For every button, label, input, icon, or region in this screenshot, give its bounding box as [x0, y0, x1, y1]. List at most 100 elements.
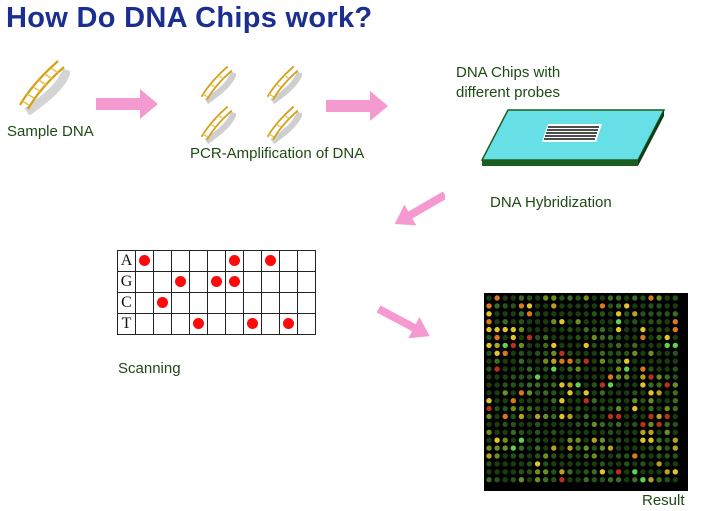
microarray-spot [583, 461, 589, 467]
scan-grid-cell [225, 271, 244, 293]
microarray-spot [502, 382, 508, 388]
microarray-spot [486, 461, 492, 467]
microarray-spot [640, 453, 646, 459]
microarray-spot [648, 390, 654, 396]
microarray-spot [632, 303, 638, 309]
result-label: Result [642, 492, 685, 509]
scan-grid-cell [135, 292, 154, 314]
hybridization-signal-dot [247, 318, 258, 330]
microarray-spot [559, 342, 565, 349]
microarray-spot [486, 366, 492, 372]
microarray-spot [518, 350, 525, 356]
microarray-spot [615, 421, 622, 428]
microarray-spot [640, 342, 646, 349]
microarray-spot [502, 295, 508, 301]
microarray-spot [672, 303, 678, 309]
microarray-spot [510, 334, 516, 341]
microarray-spot [656, 295, 662, 301]
microarray-spot [518, 342, 525, 349]
microarray-spot [526, 437, 533, 443]
scan-grid-row-label: G [117, 271, 136, 293]
microarray-spot [615, 366, 622, 372]
microarray-spot [543, 295, 549, 301]
microarray-spot [624, 398, 630, 404]
microarray-spot [624, 413, 630, 420]
microarray-spot [575, 437, 581, 443]
pcr-label: PCR-Amplification of DNA [190, 145, 365, 162]
microarray-spot [615, 350, 622, 356]
microarray-spot [624, 350, 630, 356]
microarray-spot [583, 453, 589, 459]
microarray-spot [624, 461, 630, 467]
microarray-spot [648, 303, 654, 309]
microarray-spot [640, 390, 646, 396]
microarray-spot [502, 303, 508, 309]
microarray-spot [599, 453, 606, 459]
microarray-spot [510, 390, 516, 396]
microarray-spot [534, 421, 541, 428]
scan-grid-row: C [117, 292, 316, 314]
microarray-spot [518, 421, 525, 428]
microarray-spot [543, 342, 549, 349]
microarray-spot [551, 303, 557, 309]
microarray-spot [567, 437, 573, 443]
microarray-spot [575, 366, 581, 372]
scan-grid-cell [279, 271, 298, 293]
microarray-spot [494, 334, 500, 341]
microarray-spot [648, 342, 654, 349]
microarray-spot [559, 319, 565, 325]
microarray-spot [494, 429, 500, 435]
microarray-spot [591, 334, 597, 341]
microarray-spot [640, 382, 646, 388]
microarray-spot [534, 326, 541, 333]
microarray-spot [672, 413, 678, 420]
microarray-spot [615, 390, 622, 396]
microarray-spot [559, 358, 565, 364]
microarray-spot [510, 326, 516, 333]
microarray-spot [615, 461, 622, 467]
microarray-spot [543, 453, 549, 459]
microarray-spot [575, 429, 581, 435]
microarray-spot [648, 477, 654, 483]
scan-grid-cell [243, 292, 262, 314]
microarray-spot [575, 405, 581, 412]
microarray-spot [518, 366, 525, 372]
microarray-spot [567, 421, 573, 428]
microarray-spot [486, 398, 492, 404]
microarray-spot [567, 374, 573, 380]
microarray-spot [494, 366, 500, 372]
microarray-spot [526, 453, 533, 459]
microarray-spot [599, 461, 606, 467]
microarray-spot [543, 326, 549, 333]
microarray-spot [518, 374, 525, 380]
microarray-spot [518, 326, 525, 333]
microarray-spot [607, 461, 614, 467]
microarray-spot [599, 405, 606, 412]
microarray-spot [575, 295, 581, 301]
microarray-spot [534, 303, 541, 309]
microarray-spot [502, 421, 508, 428]
microarray-spot [534, 358, 541, 364]
microarray-spot [567, 326, 573, 333]
microarray-spot [615, 342, 622, 349]
microarray-spot [510, 382, 516, 388]
microarray-spot [486, 350, 492, 356]
microarray-spot [607, 390, 614, 396]
microarray-spot [640, 477, 646, 483]
scan-grid-cell [297, 292, 316, 314]
microarray-spot [543, 445, 549, 451]
microarray-spot [672, 461, 678, 467]
microarray-spot [518, 303, 525, 309]
microarray-spot [656, 350, 662, 356]
microarray-spot [672, 437, 678, 443]
microarray-spot [486, 477, 492, 483]
microarray-spot [551, 453, 557, 459]
microarray-spot [559, 303, 565, 309]
microarray-spot [664, 390, 670, 396]
microarray-spot [567, 390, 573, 396]
microarray-spot [543, 319, 549, 325]
microarray-spot [567, 453, 573, 459]
scan-grid-cell [261, 313, 280, 335]
microarray-spot [551, 382, 557, 388]
microarray-spot [486, 469, 492, 475]
